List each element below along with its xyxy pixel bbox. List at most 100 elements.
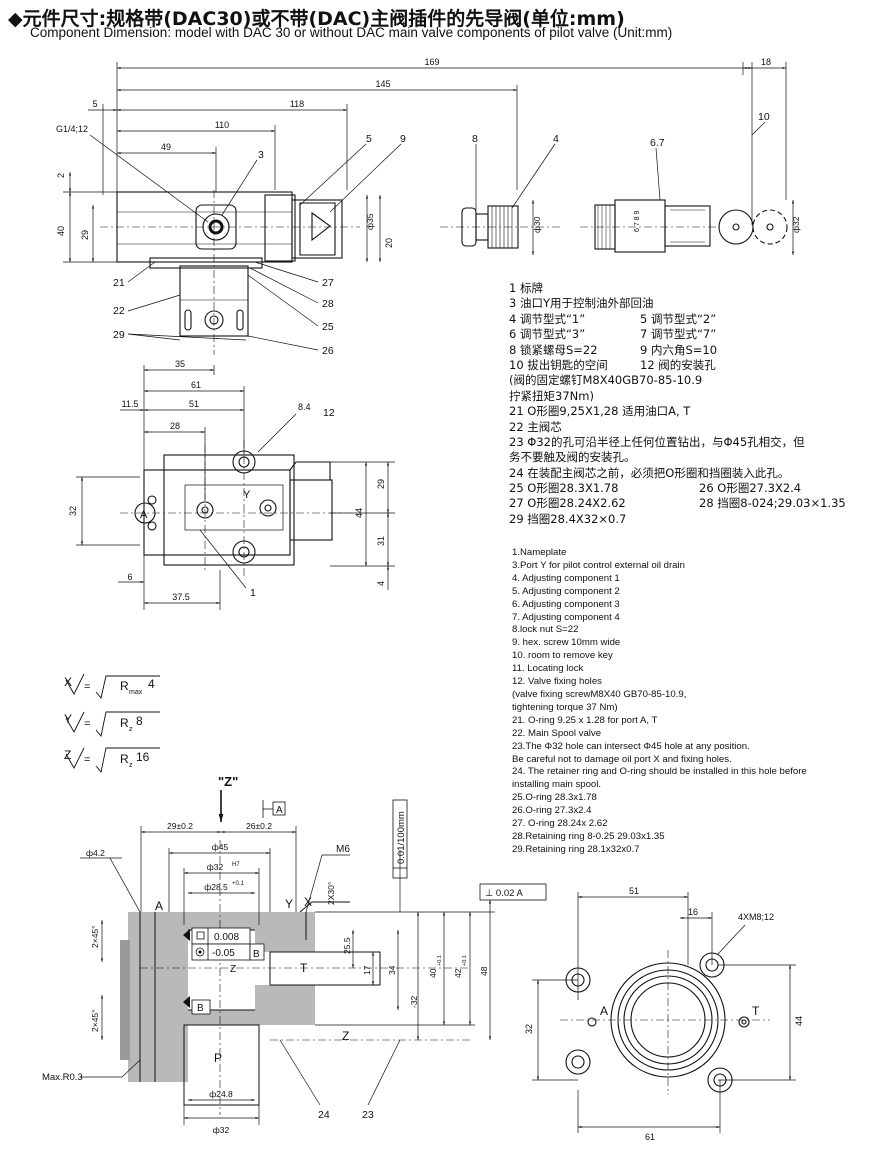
dim-g14: G1/4;12	[56, 124, 88, 134]
notes-english: 1.Nameplate 3.Port Y for pilot control e…	[512, 547, 862, 857]
callout-5: 5	[366, 133, 372, 145]
note-zh-26: 26 O形圈27.3X2.4	[699, 481, 802, 496]
note-zh-row: 6 调节型式“3”7 调节型式“7”	[509, 327, 864, 342]
sec-dim-d32: ф32	[207, 862, 224, 872]
note-en: 22. Main Spool valve	[512, 727, 602, 739]
sec-dim-40-tol: +0.1	[437, 955, 443, 966]
port-dim-32: 32	[524, 1024, 534, 1034]
note-en: 7. Adjusting component 4	[512, 611, 620, 623]
callout-9: 9	[400, 133, 406, 145]
note-zh-12b: 拧紧扭矩37Nm)	[509, 388, 594, 403]
note-en: 26.O-ring 27.3x2.4	[512, 805, 592, 817]
note-en: tightening torque 37 Nm)	[512, 701, 618, 713]
section-view: "Z" A	[42, 774, 547, 1135]
dim-18: 18	[761, 57, 771, 67]
plan-callout-1: 1	[250, 587, 256, 599]
rough-y-val: R	[120, 716, 129, 730]
sec-dim-d32b: ф32	[213, 1125, 230, 1135]
plan-dim-28: 28	[170, 421, 180, 431]
note-zh-3: 3 油口Y用于控制油外部回油	[509, 296, 654, 311]
note-en: 11. Locating lock	[512, 663, 584, 675]
plan-dim-31: 31	[376, 536, 386, 546]
sec-dim-42-tol: +0.1	[462, 955, 468, 966]
sec-dim-40: 40	[428, 968, 438, 978]
section-label-x: X	[304, 895, 312, 909]
note-en: 12. Valve fixing holes	[512, 676, 602, 688]
top-dimensions	[88, 62, 787, 225]
section-label-t: T	[300, 961, 308, 975]
port-label-a: A	[600, 1004, 608, 1018]
sec-dim-48: 48	[479, 966, 489, 976]
sec-dim-m6: M6	[336, 844, 350, 855]
dim-29: 29	[80, 230, 90, 240]
note-zh-row: 22 主阀芯	[509, 420, 864, 435]
dim-169: 169	[424, 57, 439, 67]
note-zh-21: 21 O形圈9,25X1,28 适用油口A, T	[509, 404, 691, 419]
note-en: 1.Nameplate	[512, 547, 567, 558]
rough-x-num: 4	[148, 677, 155, 691]
note-en: 5. Adjusting component 2	[512, 585, 620, 597]
note-zh-24: 24 在装配主阀芯之前，必须把O形圈和挡圈装入此孔。	[509, 465, 790, 480]
dim-49: 49	[161, 142, 171, 152]
dim-20: 20	[384, 238, 394, 248]
note-zh-row: 拧紧扭矩37Nm)	[509, 389, 864, 404]
plan-label-y: Y	[243, 489, 251, 501]
port-view: 51 16 4XM8;12 32 44 61 A T	[524, 886, 804, 1142]
plan-dim-6: 6	[127, 572, 132, 582]
section-label-p: P	[214, 1051, 222, 1065]
datum-b-box: B	[197, 1003, 204, 1014]
note-zh-row: 3 油口Y用于控制油外部回油	[509, 296, 864, 311]
dim-40: 40	[56, 226, 66, 236]
callout-4: 4	[553, 133, 559, 145]
note-zh-4: 4 调节型式“1”	[509, 311, 586, 326]
note-zh-row: 24 在装配主阀芯之前，必须把O形圈和挡圈装入此孔。	[509, 466, 864, 481]
dim-d35: ф35	[365, 213, 375, 230]
note-en: 9. hex. screw 10mm wide	[512, 637, 621, 649]
note-zh-12: 12 阀的安装孔	[640, 357, 716, 372]
dim-d30: ф30	[532, 216, 542, 233]
title-english: Component Dimension: model with DAC 30 o…	[30, 25, 673, 40]
note-en: 8.lock nut S=22	[512, 624, 579, 636]
callout-10: 10	[758, 111, 770, 123]
port-dim-44: 44	[794, 1016, 804, 1026]
note-en: 10. room to remove key	[512, 650, 613, 662]
sec-dim-17: 17	[362, 965, 372, 975]
port-dim-51: 51	[629, 886, 639, 896]
note-en: 23.The Φ32 hole can intersect Φ45 hole a…	[512, 740, 750, 752]
sec-dim-tol01: +0.1	[232, 881, 245, 887]
svg-text:=: =	[84, 681, 90, 693]
note-zh-29: 29 挡圈28.4X32×0.7	[509, 511, 627, 526]
note-en: 3.Port Y for pilot control external oil …	[512, 559, 685, 571]
datum-a-box: A	[276, 805, 283, 816]
plan-dim-8-4: 8.4	[298, 402, 311, 412]
tol-ref-b: B	[253, 949, 260, 960]
adjust-component-dial	[580, 199, 788, 253]
plan-dim-32: 32	[68, 506, 78, 516]
note-zh-row: (阀的固定螺钉M8X40GB70-85-10.9	[509, 373, 864, 388]
rough-z-num: 16	[136, 750, 150, 764]
dim-118: 118	[290, 99, 304, 109]
note-zh-12a: (阀的固定螺钉M8X40GB70-85-10.9	[509, 373, 703, 388]
section-label-a: A	[155, 899, 163, 913]
sec-dim-42: 42	[453, 968, 463, 978]
port-label-t: T	[752, 1004, 760, 1018]
dim-2: 2	[56, 173, 66, 178]
section-hatch	[120, 912, 315, 1082]
note-en: Be careful not to damage oil port X and …	[512, 753, 732, 765]
rough-y-num: 8	[136, 714, 143, 728]
plan-dim-35: 35	[175, 359, 185, 369]
note-zh-9: 9 内六角S=10	[640, 342, 718, 357]
dial-text: 6 7 8 9	[634, 210, 641, 232]
dim-110: 110	[215, 120, 229, 130]
plan-body	[120, 440, 345, 578]
notes-chinese: 1 标牌 3 油口Y用于控制油外部回油 4 调节型式“1”5 调节型式“2” 6…	[509, 281, 864, 527]
sec-dim-25-5: 25.5	[342, 937, 352, 954]
note-zh-5: 5 调节型式“2”	[640, 311, 717, 326]
section-label-z-right: Z	[342, 1029, 349, 1043]
plan-dim-61: 61	[191, 380, 201, 390]
note-en: 4. Adjusting component 1	[512, 572, 620, 584]
note-en: 25.O-ring 28.3x1.78	[512, 792, 597, 804]
